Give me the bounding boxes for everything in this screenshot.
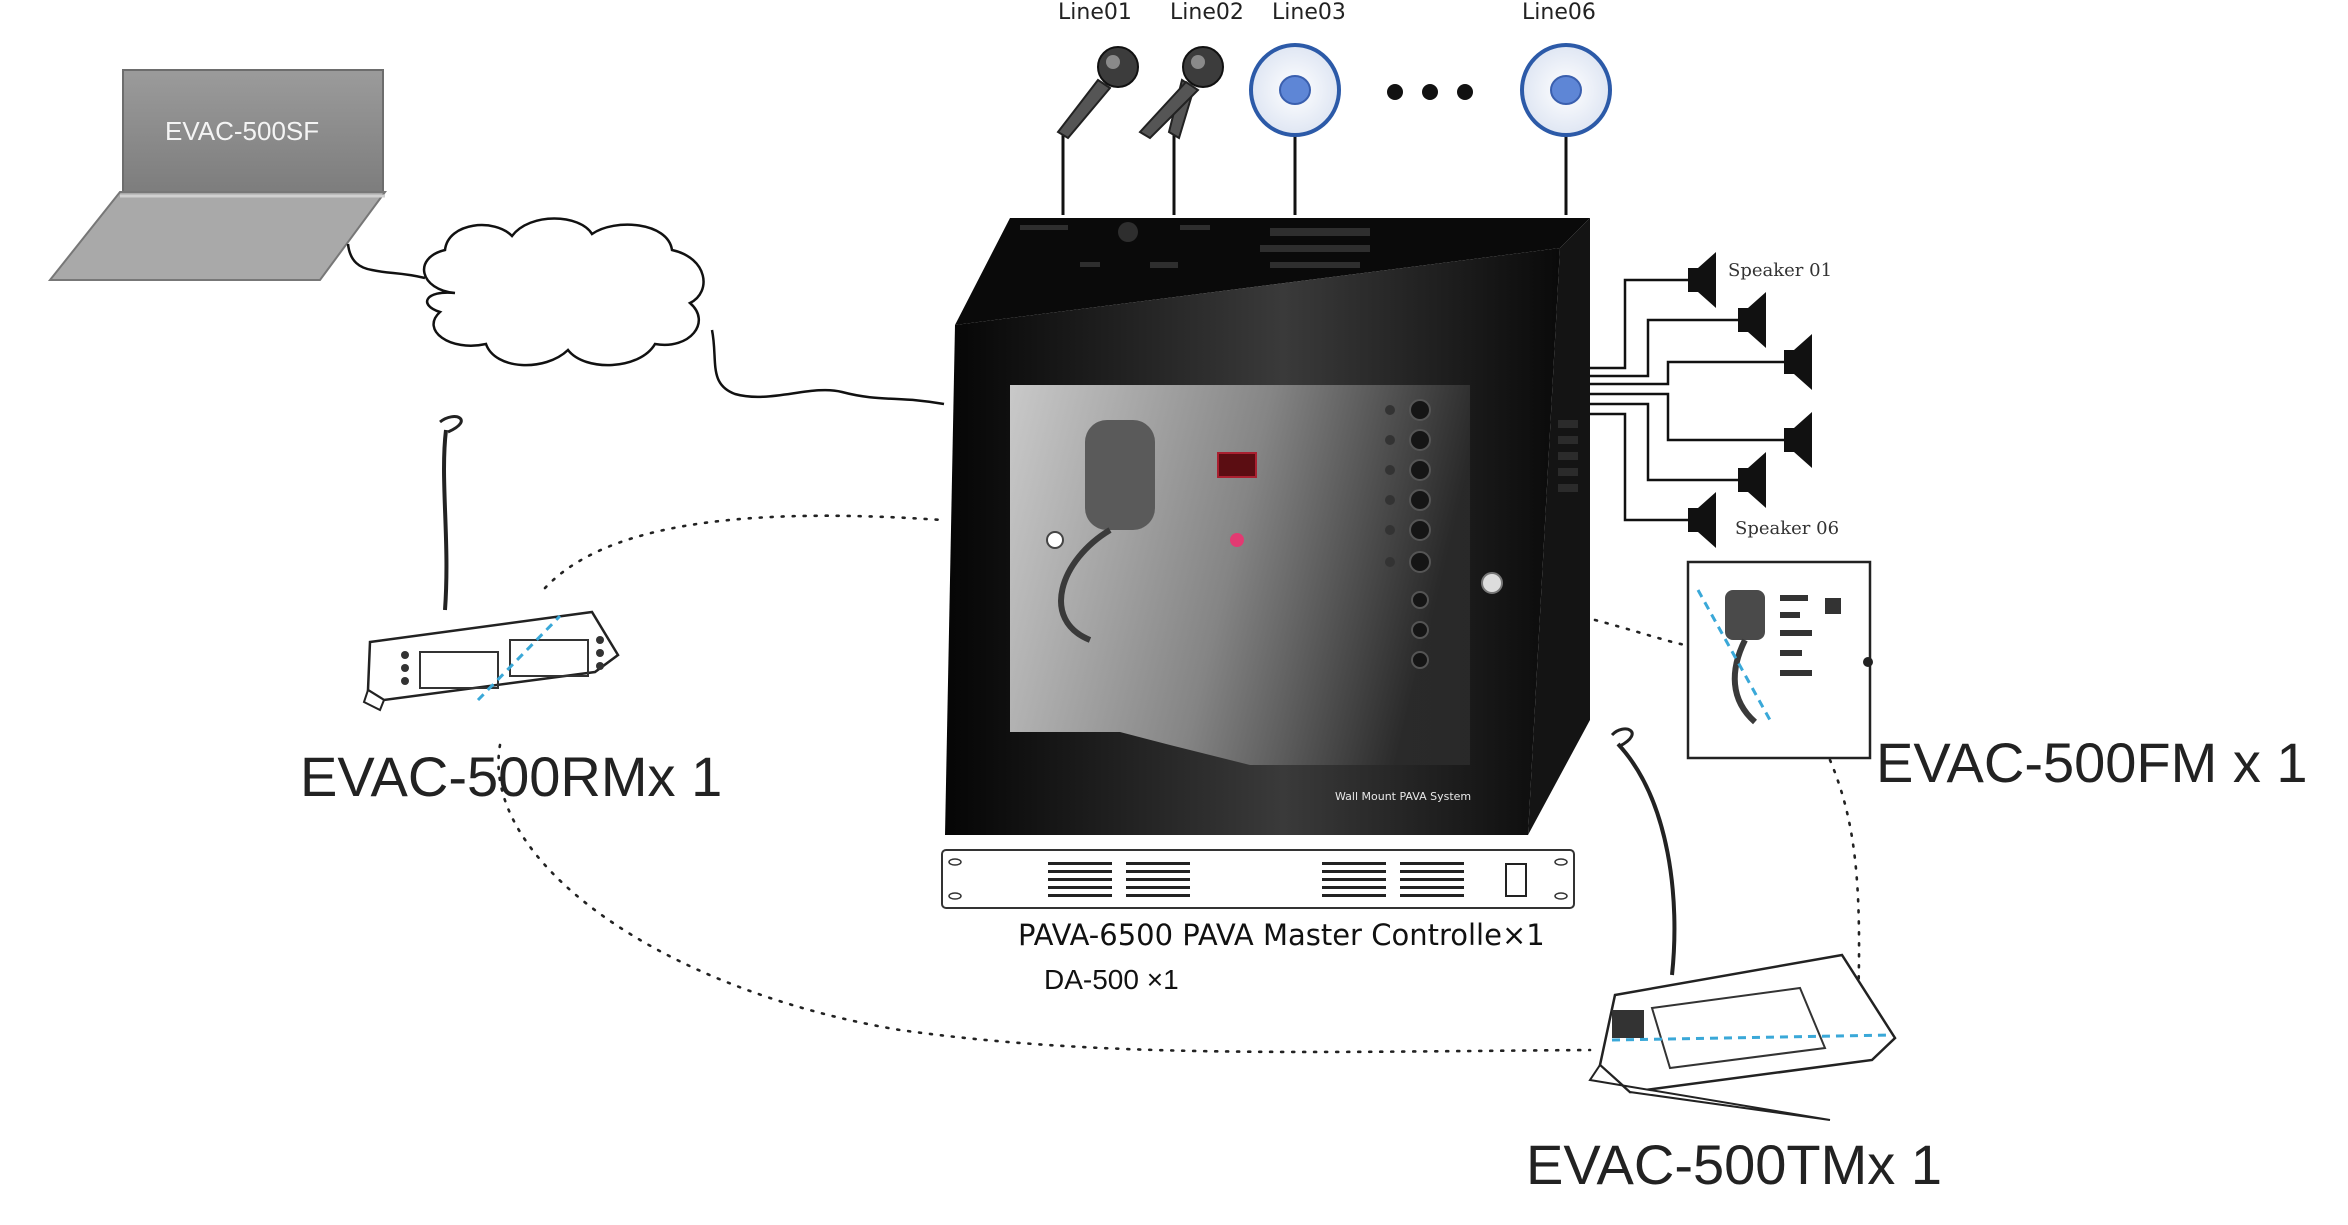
remote-mic-qty: x 1 — [647, 745, 723, 808]
cabinet-caption: Wall Mount PAVA System — [1335, 790, 1472, 803]
network-cloud-icon — [422, 217, 705, 367]
speaker-icon — [1738, 292, 1766, 348]
network-cable — [710, 329, 945, 406]
fireman-mic-label: EVAC-500FM x 1 — [1876, 730, 2308, 795]
laptop-cable — [346, 243, 426, 280]
amplifier-qty: ×1 — [1146, 964, 1179, 995]
input-label-line01: Line01 — [1058, 0, 1132, 25]
fireman-mic-panel — [1686, 560, 1873, 760]
master-controller-qty: ×1 — [1501, 918, 1545, 952]
remote-mic-console — [362, 415, 620, 712]
laptop-icon — [47, 69, 387, 281]
microphone-icon — [1138, 46, 1224, 215]
aux-input-icon — [1520, 43, 1612, 215]
amplifier-name: DA-500 — [1044, 964, 1139, 995]
master-controller-name: PAVA-6500 PAVA Master Controlle — [1018, 918, 1502, 952]
speaker-icon — [1784, 334, 1812, 390]
touch-mic-label: EVAC-500TMx 1 — [1526, 1132, 1942, 1197]
input-label-line06: Line06 — [1522, 0, 1596, 25]
lock-icon — [1481, 572, 1503, 594]
fireman-mic-name: EVAC-500FM — [1876, 731, 2218, 794]
pava-cabinet — [945, 218, 1590, 835]
master-controller-label: PAVA-6500 PAVA Master Controlle×1 — [1018, 918, 1545, 952]
control-knobs — [1409, 399, 1431, 669]
laptop-screen-label: EVAC-500SF — [165, 116, 320, 146]
speaker-icon — [1688, 252, 1716, 308]
speaker-icon — [1688, 492, 1716, 548]
speaker-icon — [1784, 412, 1812, 468]
speaker-last-label: Speaker 06 — [1735, 518, 1840, 539]
touch-mic-console — [1588, 727, 1897, 1121]
touch-mic-name: EVAC-500TM — [1526, 1133, 1868, 1196]
aux-input-icon — [1249, 43, 1341, 215]
input-label-line03: Line03 — [1272, 0, 1346, 25]
touch-mic-qty: x 1 — [1867, 1133, 1942, 1196]
input-label-line02: Line02 — [1170, 0, 1244, 25]
fireman-mic-qty: x 1 — [2232, 731, 2308, 794]
speaker-first-label: Speaker 01 — [1728, 260, 1833, 281]
speaker-wiring — [1588, 278, 1786, 522]
dotted-network-links — [497, 514, 1861, 1054]
more-inputs-ellipsis — [1387, 84, 1473, 100]
speaker-icon — [1738, 452, 1766, 508]
remote-mic-name: EVAC-500RM — [300, 745, 648, 808]
microphone-icon — [1056, 46, 1139, 215]
handset-icon — [1046, 420, 1155, 643]
amplifier-rack-unit — [941, 849, 1575, 909]
amplifier-label: DA-500 ×1 — [1044, 964, 1179, 996]
remote-mic-label: EVAC-500RMx 1 — [300, 744, 722, 809]
